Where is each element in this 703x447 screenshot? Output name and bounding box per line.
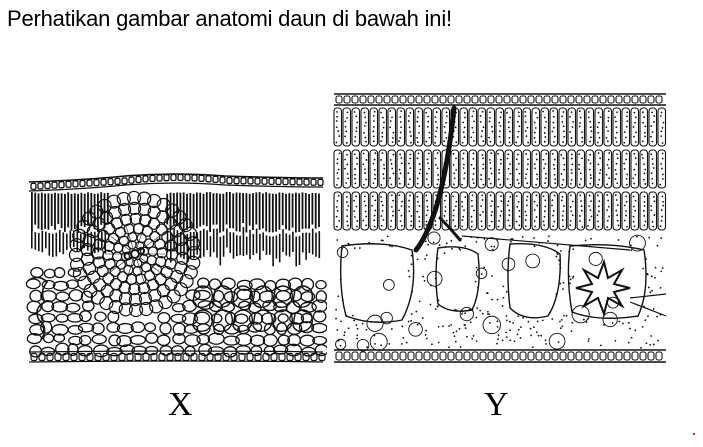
figure-x-label: X xyxy=(168,386,193,423)
sclereid xyxy=(413,105,667,318)
upper-epidermis xyxy=(334,93,666,106)
question-text: Perhatikan gambar anatomi daun di bawah … xyxy=(7,6,452,31)
spongy-mesophyll xyxy=(25,267,327,358)
upper-epidermis xyxy=(28,173,324,192)
leaf-anatomy-x-diagram xyxy=(25,173,327,363)
lower-epidermis xyxy=(334,349,666,363)
figure-y-label: Y xyxy=(484,386,509,423)
palisade-layer xyxy=(333,107,667,231)
lower-epidermis xyxy=(28,350,326,363)
leaf-anatomy-y-diagram xyxy=(333,93,667,363)
palisade-layer xyxy=(31,192,321,267)
vascular-bundle xyxy=(68,190,202,318)
stray-dot xyxy=(693,433,695,435)
